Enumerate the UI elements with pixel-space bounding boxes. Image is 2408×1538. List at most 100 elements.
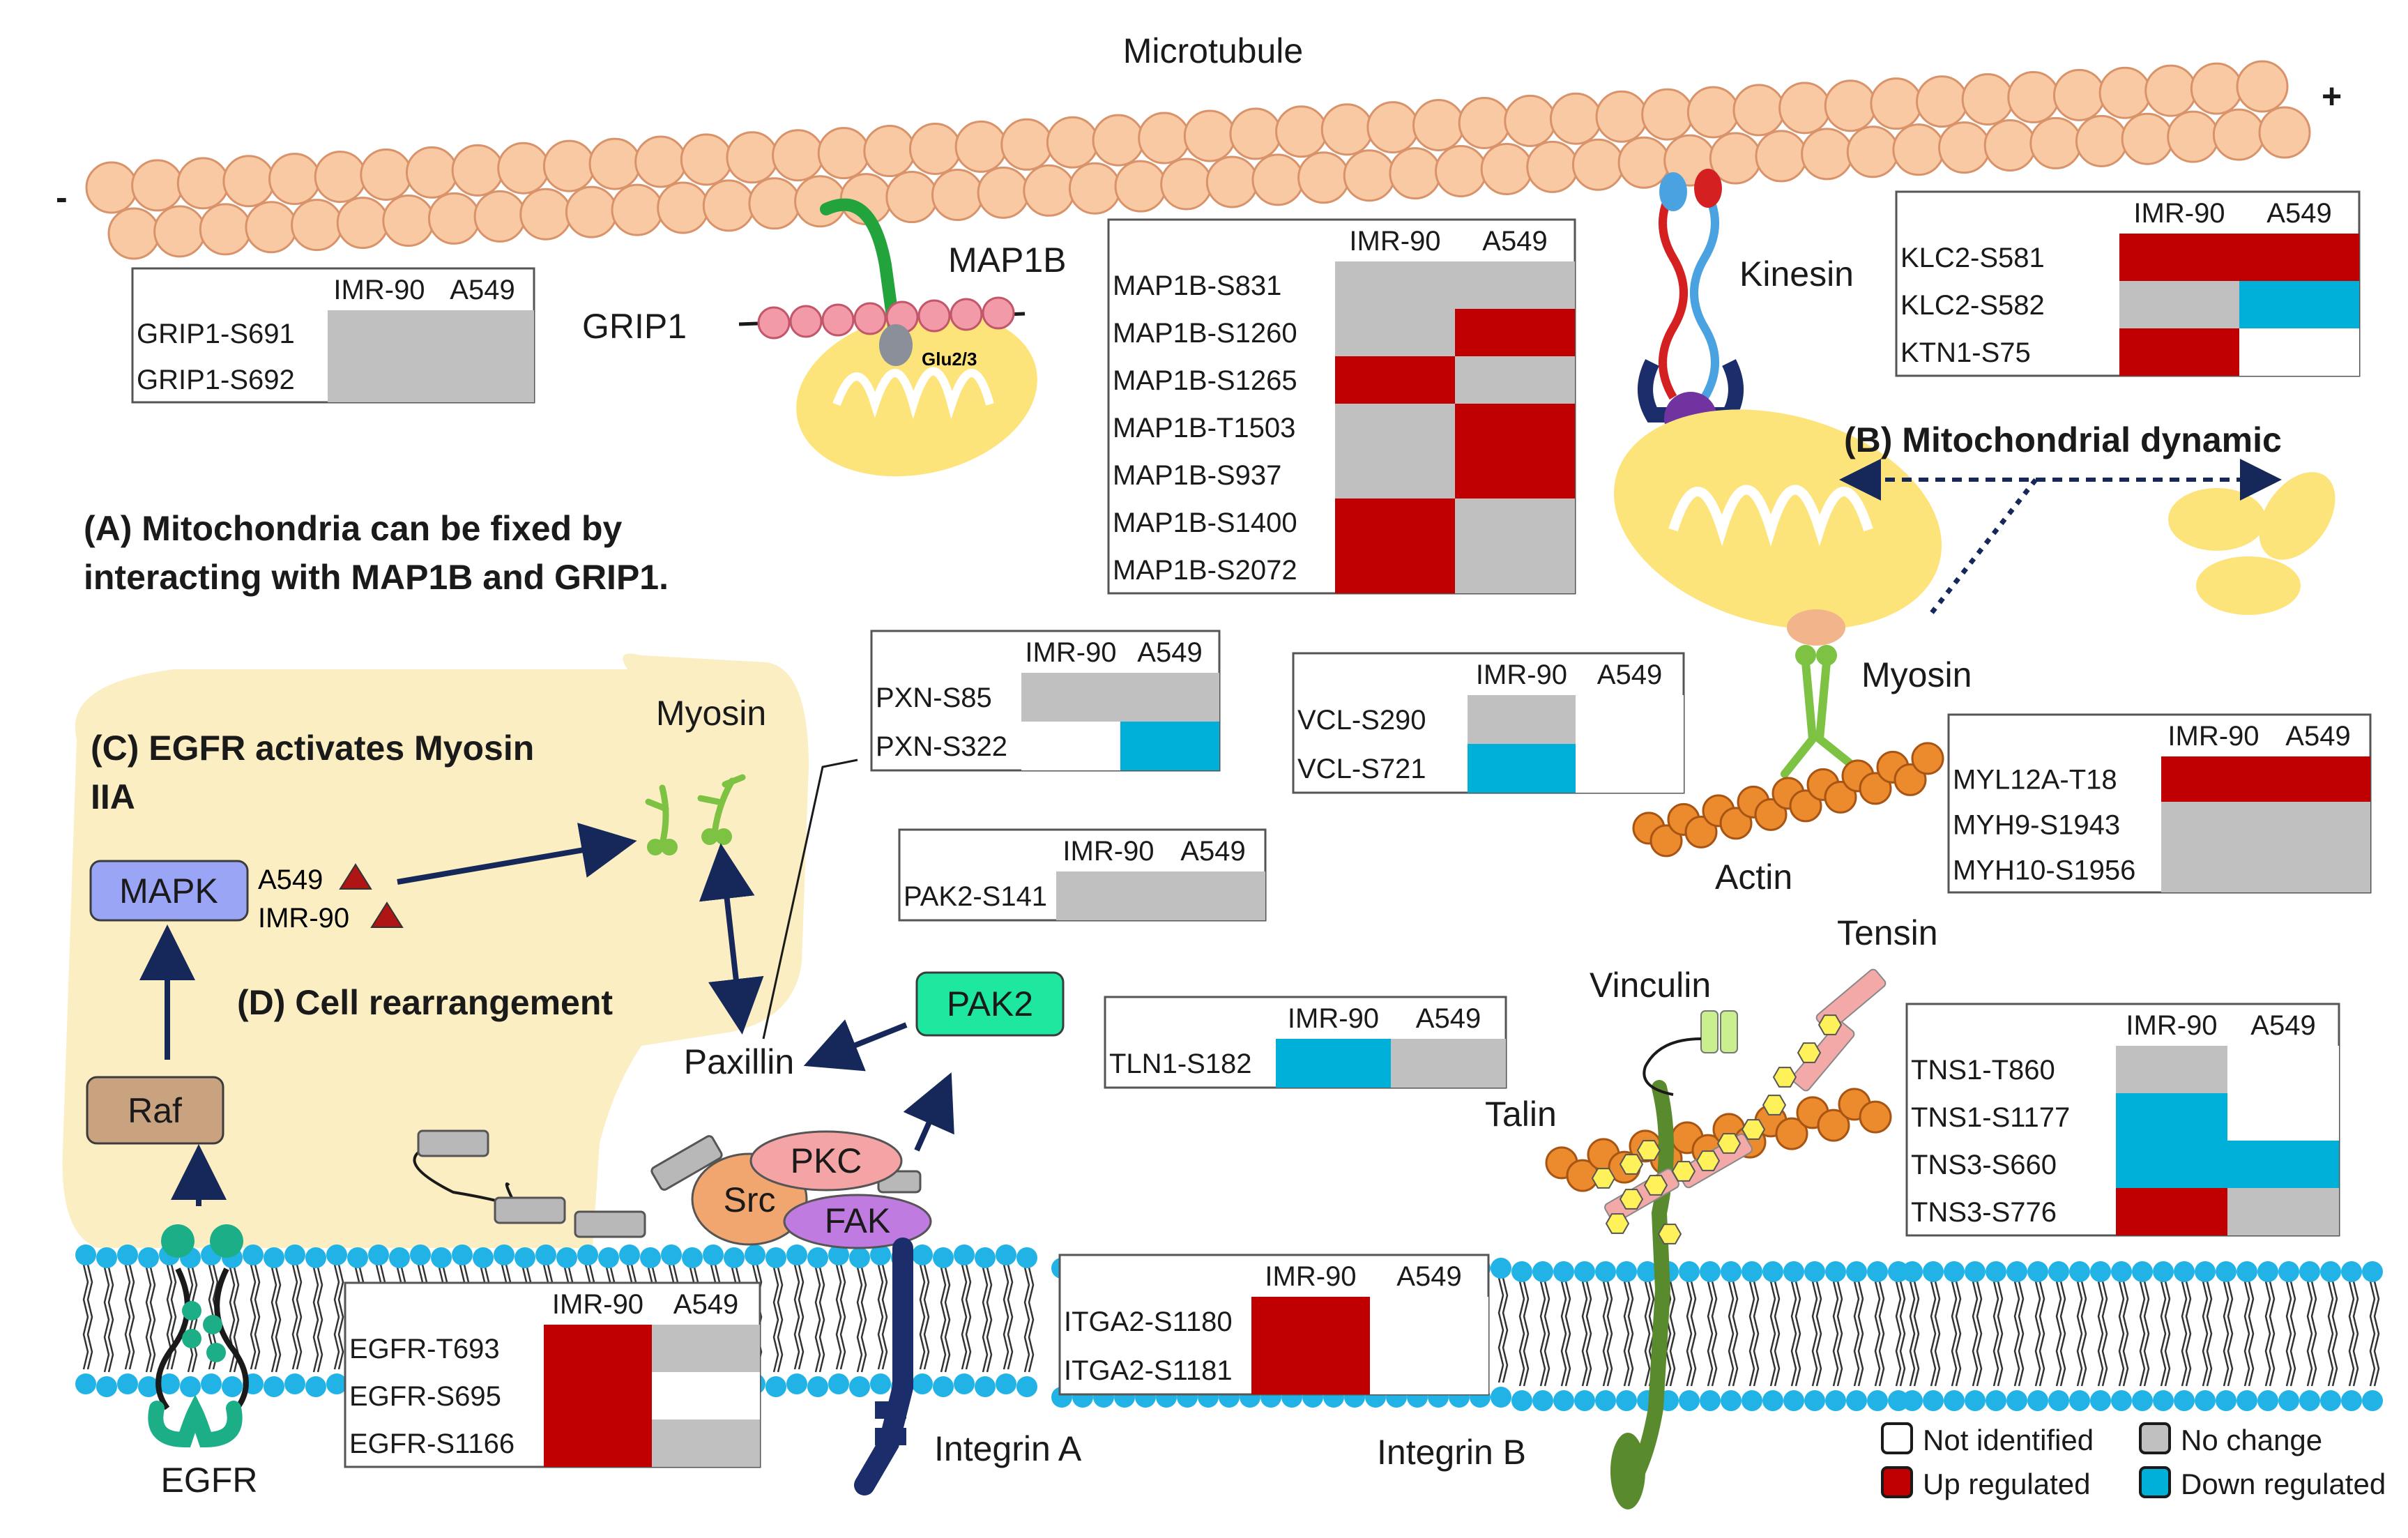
table-cell-a549 <box>652 1325 760 1372</box>
myosin-right-label: Myosin <box>1861 655 1972 694</box>
table-row-label: MAP1B-S831 <box>1113 271 1281 301</box>
table-cell-imr90 <box>1335 498 1455 546</box>
table-row-label: TNS3-S660 <box>1911 1150 2057 1180</box>
fragmented-mitochondria <box>2168 472 2335 615</box>
legend-label-no_change: No change <box>2181 1424 2322 1456</box>
table-cell-imr90 <box>1021 673 1120 722</box>
table-column-header: IMR-90 <box>1349 226 1440 257</box>
grip1-protein <box>738 296 1026 340</box>
focal-adhesion-chain <box>413 1129 922 1238</box>
vinculin-protein <box>1643 1010 1738 1096</box>
paxillin-label: Paxillin <box>684 1042 794 1081</box>
kinesin-label: Kinesin <box>1739 254 1854 294</box>
a549-up-label: A549 <box>258 865 323 895</box>
table-cell-a549 <box>431 356 534 402</box>
table-row-label: MYH9-S1943 <box>1953 810 2120 841</box>
caption-c-line1: (C) EGFR activates Myosin <box>91 729 534 768</box>
egfr-label: EGFR <box>161 1461 258 1500</box>
fak-label: FAK <box>825 1201 890 1240</box>
table-cell-a549 <box>1455 546 1575 593</box>
table-cell-imr90 <box>2116 1141 2227 1188</box>
table-column-header: IMR-90 <box>1062 836 1154 867</box>
table-cell-imr90 <box>544 1325 652 1372</box>
mapk-to-myosin-arrow <box>397 823 637 885</box>
table-cell-a549 <box>2227 1093 2339 1141</box>
table-row-label: TNS3-S776 <box>1911 1197 2057 1228</box>
table-row-label: KLC2-S581 <box>1900 243 2045 273</box>
table-column-header: A549 <box>2250 1010 2315 1041</box>
table-cell-a549 <box>1455 309 1575 356</box>
table-cell-a549 <box>652 1419 760 1467</box>
egfr-receptor <box>148 1224 249 1448</box>
table-cell-a549 <box>1455 261 1575 309</box>
myosin-left-label: Myosin <box>656 694 766 733</box>
pak2-node <box>915 971 1065 1037</box>
map1b-protein <box>820 198 902 348</box>
table-row-label: ITGA2-S1181 <box>1064 1355 1233 1386</box>
table-cell-a549 <box>2227 1141 2339 1188</box>
paxillin-pxn-leader <box>762 759 858 1040</box>
caption-d: (D) Cell rearrangement <box>237 983 613 1022</box>
table-cell-imr90 <box>1251 1297 1370 1346</box>
pkc-node <box>749 1130 903 1191</box>
table-cell-imr90 <box>1056 871 1161 920</box>
mitochondrion-a <box>796 311 1037 477</box>
table-cell-imr90 <box>1468 695 1576 744</box>
table-cell-a549 <box>2227 1046 2339 1093</box>
talin-label: Talin <box>1485 1095 1557 1134</box>
imr90-up-triangle <box>370 901 404 928</box>
table-cell-a549 <box>1455 498 1575 546</box>
integrin-a-label: Integrin A <box>934 1429 1082 1468</box>
table-row-label: VCL-S290 <box>1297 705 1426 736</box>
table-cell-a549 <box>1391 1039 1506 1088</box>
fak-to-pak2-arrow <box>903 1072 954 1152</box>
table-row-label: EGFR-S695 <box>349 1381 501 1412</box>
table-row-label: PAK2-S141 <box>904 881 1047 912</box>
table-cell-imr90 <box>1335 451 1455 498</box>
integrin-b-label: Integrin B <box>1377 1433 1526 1472</box>
legend-swatch-no_change <box>2139 1422 2171 1454</box>
table-column-header: A549 <box>1482 226 1547 257</box>
table-cell-a549 <box>2227 1188 2339 1235</box>
table-row-label: GRIP1-S691 <box>137 319 295 349</box>
minus-end-label: - <box>56 178 68 217</box>
table-row-label: GRIP1-S692 <box>137 365 295 395</box>
table-row-label: ITGA2-S1180 <box>1064 1307 1233 1337</box>
table-row-label: MAP1B-S2072 <box>1113 555 1297 586</box>
integrin-a <box>854 1238 913 1495</box>
table-row-label: MAP1B-S1260 <box>1113 318 1297 349</box>
legend-label-down: Down regulated <box>2181 1468 2386 1500</box>
raf-node <box>86 1076 224 1145</box>
plus-end-label: + <box>2322 77 2342 116</box>
table-cell-a549 <box>2266 756 2370 802</box>
table-cell-a549 <box>1370 1346 1488 1394</box>
legend-swatch-down <box>2139 1466 2171 1498</box>
table-cell-a549 <box>1120 673 1219 722</box>
table-column-header: IMR-90 <box>1288 1003 1379 1034</box>
table-row-label: MAP1B-S1400 <box>1113 508 1297 538</box>
caption-a-line1: (A) Mitochondria can be fixed by <box>84 509 622 548</box>
myosin-paxillin-arrow <box>699 843 764 1035</box>
table-cell-imr90 <box>2116 1093 2227 1141</box>
table-column-header: A549 <box>2266 198 2331 229</box>
table-cell-imr90 <box>328 310 431 356</box>
table-cell-imr90 <box>2161 847 2266 892</box>
legend-label-not_identified: Not identified <box>1923 1424 2094 1456</box>
glu23-receptor <box>879 324 913 366</box>
table-column-header: A549 <box>1396 1261 1461 1292</box>
table-cell-a549 <box>1455 451 1575 498</box>
table-column-header: IMR-90 <box>1476 660 1567 690</box>
table-column-header: A549 <box>673 1289 738 1320</box>
table-cell-imr90 <box>1276 1039 1391 1088</box>
table-row-label: TNS1-T860 <box>1911 1055 2055 1086</box>
table-cell-a549 <box>2266 802 2370 847</box>
table-cell-imr90 <box>544 1419 652 1467</box>
table-cell-imr90 <box>2116 1188 2227 1235</box>
